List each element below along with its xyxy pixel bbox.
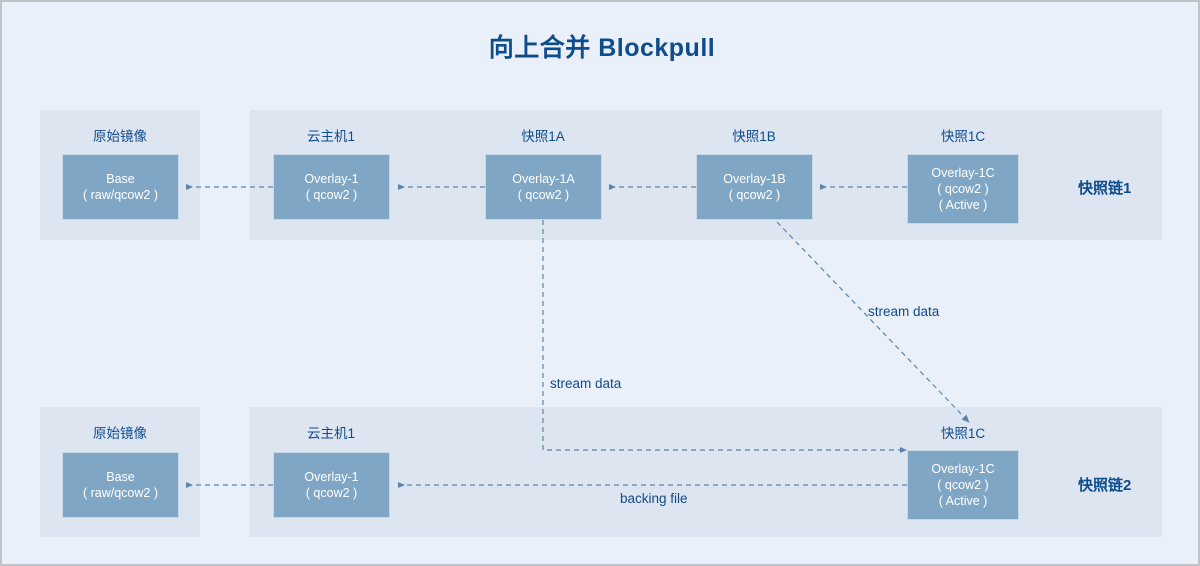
caption-c1-snapshot1b: 快照1B xyxy=(732,129,776,144)
node-c1-overlay1a-line2: ( qcow2 ) xyxy=(517,188,570,202)
caption-c1-snapshot1c: 快照1C xyxy=(940,129,986,144)
node-c1-overlay1c-line2: ( qcow2 ) xyxy=(937,182,989,196)
node-c2-overlay1[interactable]: Overlay-1 ( qcow2 ) xyxy=(273,452,390,518)
edge-label-stream-data-diagonal: stream data xyxy=(868,304,940,319)
node-c1-overlay1b-line1: Overlay-1B xyxy=(723,172,786,186)
node-c1-overlay1[interactable]: Overlay-1 ( qcow2 ) xyxy=(273,154,390,220)
node-c2-overlay1c[interactable]: Overlay-1C ( qcow2 ) ( Active ) xyxy=(907,450,1019,520)
caption-c1-overlay1: 云主机1 xyxy=(306,129,355,144)
node-c1-overlay1a-line1: Overlay-1A xyxy=(512,172,575,186)
node-c1-overlay1c-line3: ( Active ) xyxy=(938,198,988,212)
page-title: 向上合并 Blockpull xyxy=(488,34,716,62)
node-c1-overlay1b[interactable]: Overlay-1B ( qcow2 ) xyxy=(696,154,813,220)
node-c1-base-line2: ( raw/qcow2 ) xyxy=(82,188,159,202)
node-c2-overlay1c-line3: ( Active ) xyxy=(938,494,988,508)
node-c2-overlay1-line2: ( qcow2 ) xyxy=(305,486,358,500)
node-c1-base-line1: Base xyxy=(106,172,135,186)
caption-c2-snapshot1c: 快照1C xyxy=(940,426,986,441)
caption-c1-snapshot1a: 快照1A xyxy=(521,129,565,144)
node-c1-overlay1b-line2: ( qcow2 ) xyxy=(728,188,781,202)
node-c1-overlay1c[interactable]: Overlay-1C ( qcow2 ) ( Active ) xyxy=(907,154,1019,224)
caption-c2-base: 原始镜像 xyxy=(93,426,147,441)
node-c2-base-line2: ( raw/qcow2 ) xyxy=(82,486,159,500)
node-c1-overlay1-line1: Overlay-1 xyxy=(304,172,359,186)
edge-label-backing-file: backing file xyxy=(620,491,688,506)
node-c1-overlay1a[interactable]: Overlay-1A ( qcow2 ) xyxy=(485,154,602,220)
node-c2-base-line1: Base xyxy=(106,470,135,484)
node-c1-base[interactable]: Base ( raw/qcow2 ) xyxy=(62,154,179,220)
chain-label-1: 快照链1 xyxy=(1078,180,1132,197)
link-stream-data-diagonal xyxy=(776,221,970,423)
node-c2-overlay1-line1: Overlay-1 xyxy=(304,470,359,484)
chain-label-2: 快照链2 xyxy=(1078,477,1132,494)
node-c2-overlay1c-line2: ( qcow2 ) xyxy=(937,478,989,492)
node-c1-overlay1c-line1: Overlay-1C xyxy=(931,166,995,180)
node-c2-base[interactable]: Base ( raw/qcow2 ) xyxy=(62,452,179,518)
node-c1-overlay1-line2: ( qcow2 ) xyxy=(305,188,358,202)
node-c2-overlay1c-line1: Overlay-1C xyxy=(931,462,995,476)
caption-c2-overlay1: 云主机1 xyxy=(306,426,355,441)
caption-c1-base: 原始镜像 xyxy=(93,129,147,144)
edge-label-stream-data-vertical: stream data xyxy=(550,376,622,391)
